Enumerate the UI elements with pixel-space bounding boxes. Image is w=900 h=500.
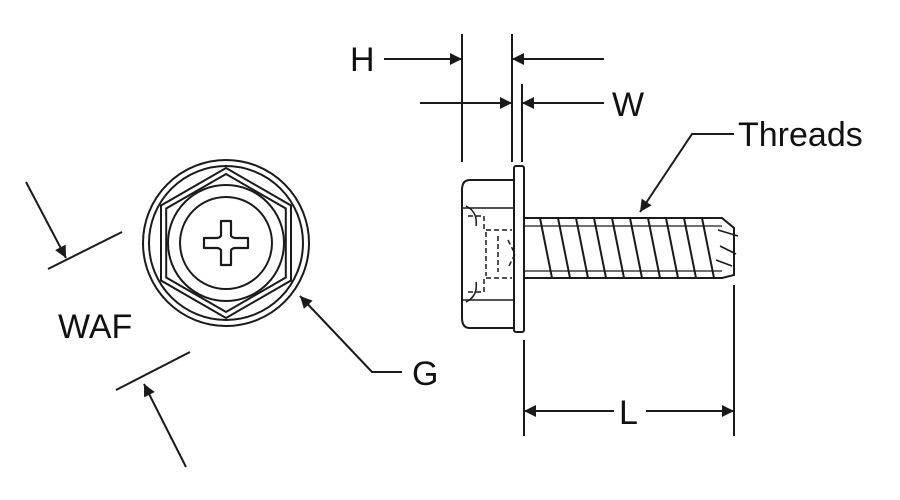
flange-outer-circle [142,159,310,327]
thread-lines [539,217,715,279]
w-label: W [612,86,644,124]
threads-label: Threads [738,116,863,154]
flange-inner-circle [148,165,304,321]
threaded-shank-outline [524,217,735,279]
hex-head-side [461,179,514,329]
head-top-circle [167,184,285,302]
washer-flange [513,165,525,333]
waf-extension-line-top [47,231,123,270]
waf-extension-line-bottom [115,351,191,391]
head-dome-circle [179,196,273,290]
waf-arrow-top [25,181,67,259]
screw-end-view [142,159,310,327]
l-label: L [619,394,638,432]
waf-arrow-bottom [143,383,187,468]
hex-head-inner-outline [165,172,287,314]
hex-head-outline [160,166,292,320]
g-leader [299,295,402,373]
g-label: G [412,355,438,393]
h-label: H [350,41,375,79]
hw-extension-lines [461,34,523,162]
screw-side-view [461,165,739,333]
waf-dimension [25,181,191,468]
l-dimension [523,285,735,436]
phillips-recess-icon [202,219,250,267]
thread-tip-lines [715,229,739,267]
hex-head-chamfer [465,205,478,303]
waf-label: WAF [58,308,132,346]
phillips-recess-hidden-lines [468,215,516,293]
threads-leader [639,133,734,213]
